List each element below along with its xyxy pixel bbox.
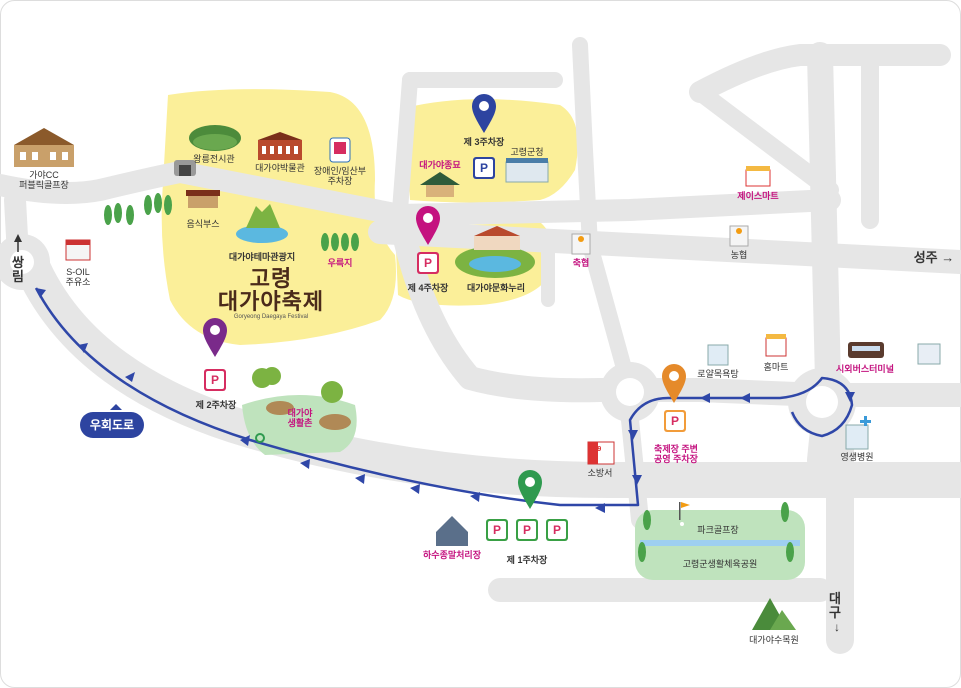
bank-icon-1	[571, 233, 591, 255]
parking1-p-c: P	[548, 521, 566, 539]
culture-center-icon	[455, 226, 535, 278]
label-theme-park: 대가야테마관광지	[228, 252, 296, 262]
hut-icon	[266, 401, 351, 430]
label-fire-station: 소방서	[587, 468, 613, 478]
label-museum: 대가야박물관	[255, 163, 305, 173]
fire-station-icon	[587, 441, 615, 465]
parking1-p-b: P	[518, 521, 536, 539]
festival-parking-box[interactable]: P	[664, 410, 686, 432]
direction-ssangnim: 쌍림	[12, 255, 24, 284]
logo-line2: 대가야축제	[217, 289, 325, 314]
trees	[104, 193, 794, 562]
parking4-box[interactable]: P	[417, 252, 439, 274]
label-festival-parking: 축제장 주변 공영 주차장	[654, 444, 698, 465]
parking1-p-a: P	[488, 521, 506, 539]
detour-route	[34, 287, 854, 507]
gas-station-icon	[65, 239, 91, 261]
tomb-icon	[189, 125, 241, 151]
label-sports-park: 고령군생활체육공원	[682, 559, 758, 569]
hospital-icon	[845, 416, 871, 450]
label-hospital: 영생병원	[840, 452, 874, 462]
direction-seongju: 성주 →	[913, 250, 955, 265]
label-pond: 우륵지	[327, 258, 353, 268]
label-j-mart: 제이스마트	[737, 191, 779, 201]
parking3-box[interactable]: P	[473, 157, 495, 179]
label-culture-center: 대가야문화누리	[467, 283, 525, 293]
road-network	[0, 37, 961, 654]
theme-park-icon	[236, 204, 288, 243]
museum-icon	[258, 132, 302, 160]
bus-icon	[848, 342, 884, 358]
disabled-parking-icon	[329, 137, 351, 163]
label-parking4: 제 4주차장	[407, 283, 449, 293]
label-park-golf: 파크골프장	[697, 525, 739, 535]
landmark-icons	[14, 125, 941, 630]
sewage-plant-icon	[436, 516, 468, 546]
label-county-office: 고령군청	[510, 147, 544, 157]
label-royal-bath: 로얄목욕탕	[697, 369, 739, 379]
food-booth-icon	[186, 190, 220, 208]
home-mart-icon	[765, 334, 787, 357]
label-chukhyup: 축협	[572, 258, 590, 268]
label-wangneung: 왕릉전시관	[193, 154, 235, 164]
route-arrows	[36, 288, 855, 513]
parking4-p: P	[419, 254, 437, 272]
daegu-arrow: ↓	[834, 620, 840, 634]
label-parking3: 제 3주차장	[463, 137, 505, 147]
parking3-p: P	[475, 159, 493, 177]
label-parking1: 제 1주차장	[506, 555, 548, 565]
logo-line3: Goryeong Daegaya Festival	[233, 314, 309, 320]
mart-icon	[745, 166, 771, 187]
golf-flag-icon	[679, 502, 690, 526]
bell-pavilion-icon	[420, 172, 460, 197]
tunnel-icon	[174, 160, 196, 176]
festival-logo: 고령 대가야축제 Goryeong Daegaya Festival	[216, 266, 326, 321]
festival-parking-p: P	[666, 412, 684, 430]
arboretum-icon	[752, 598, 796, 630]
clubhouse-icon	[14, 128, 74, 167]
parking2-pin-icon[interactable]	[202, 318, 228, 358]
label-food-booth: 음식부스	[186, 219, 220, 229]
parking1-pin-icon[interactable]	[517, 470, 543, 510]
parking1-box-c[interactable]: P	[546, 519, 568, 541]
label-bus-terminal: 시외버스터미널	[836, 364, 894, 374]
police-icon	[917, 343, 941, 365]
label-parking2: 제 2주차장	[195, 400, 237, 410]
label-sewage: 하수종말처리장	[423, 550, 481, 560]
label-nonghyup: 농협	[730, 250, 748, 260]
logo-line1: 고령	[249, 266, 293, 291]
parking1-box-b[interactable]: P	[516, 519, 538, 541]
county-office-icon	[505, 158, 549, 183]
label-home-mart: 홈마트	[763, 362, 789, 372]
detour-route-label: 우회도로	[80, 404, 144, 438]
label-arboretum: 대가야수목원	[749, 635, 799, 645]
label-village: 대가야 생활촌	[287, 408, 313, 429]
direction-daegu: 대구	[829, 591, 841, 620]
label-gaya-cc: 가야CC 퍼블릭골프장	[19, 170, 69, 191]
label-disabled-parking: 장애인/임산부 주차장	[313, 166, 367, 187]
parking3-pin-icon[interactable]	[471, 94, 497, 134]
parking4-pin-icon[interactable]	[415, 206, 441, 246]
parking1-box-a[interactable]: P	[486, 519, 508, 541]
parking2-box[interactable]: P	[204, 369, 226, 391]
label-daegaya-bell: 대가야종묘	[419, 160, 461, 170]
bath-icon	[707, 344, 729, 366]
location-dot	[255, 433, 265, 443]
label-s-oil: S-OIL 주유소	[65, 267, 91, 288]
fire-number: 119	[590, 446, 602, 453]
bank-icon-2	[729, 225, 749, 247]
festival-parking-pin-icon[interactable]	[661, 364, 687, 404]
parking2-p: P	[206, 371, 224, 389]
